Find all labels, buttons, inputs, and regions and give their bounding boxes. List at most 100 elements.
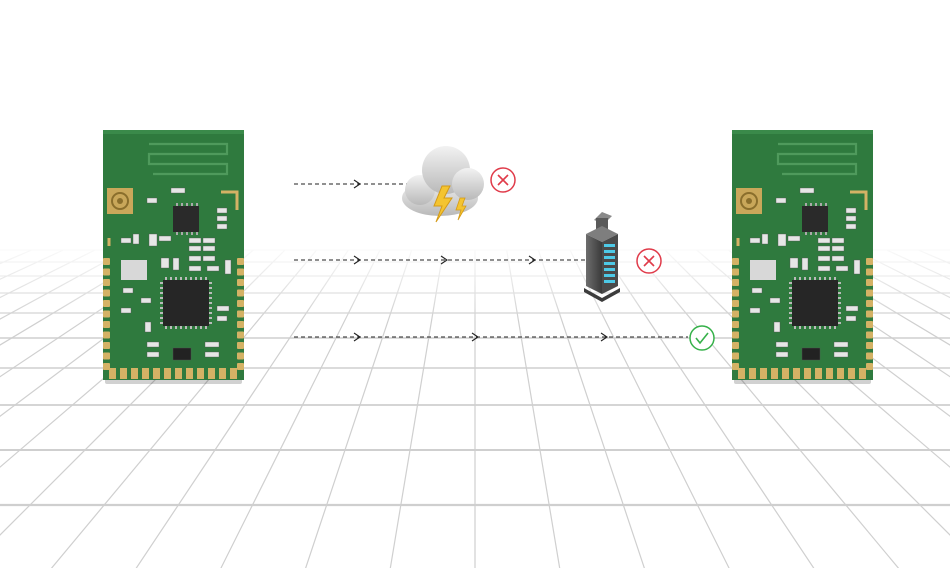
- smd-component: [146, 351, 160, 358]
- smd-component: [202, 237, 216, 244]
- smd-component: [835, 265, 849, 272]
- gold-pad: [866, 352, 873, 360]
- gold-pad: [103, 342, 110, 349]
- smd-component: [120, 237, 132, 244]
- gold-pad: [859, 368, 866, 379]
- smd-component: [749, 307, 761, 314]
- gold-pad: [153, 368, 160, 379]
- gold-pad: [103, 310, 110, 318]
- rf-chip: [173, 206, 199, 232]
- smd-component: [158, 235, 172, 242]
- smd-component: [188, 245, 202, 252]
- smd-component: [775, 351, 789, 358]
- gold-pad: [732, 268, 739, 276]
- gold-pad: [103, 258, 110, 265]
- gold-pad: [103, 279, 110, 286]
- main-chip: [163, 280, 209, 326]
- gold-pad: [103, 321, 110, 328]
- gold-pad: [848, 368, 855, 379]
- gold-pad: [237, 352, 244, 360]
- smd-component: [775, 197, 787, 204]
- gold-pad: [732, 331, 739, 339]
- smd-component: [132, 233, 140, 245]
- smd-component: [845, 223, 857, 230]
- smd-component: [769, 297, 781, 304]
- smd-component: [787, 235, 801, 242]
- gold-pad: [237, 258, 244, 265]
- smd-component: [202, 255, 216, 262]
- arrow-head: [353, 332, 361, 342]
- gold-pad: [866, 268, 873, 276]
- arrow-head: [353, 255, 361, 265]
- gold-pad: [866, 279, 873, 286]
- smd-component: [140, 297, 152, 304]
- tall-building: [584, 212, 620, 302]
- gold-pad: [760, 368, 767, 379]
- gold-pad: [208, 368, 215, 379]
- smd-component: [204, 351, 220, 358]
- storm-cloud: [402, 146, 484, 223]
- gold-pad: [103, 363, 110, 370]
- gold-pad: [793, 368, 800, 379]
- gold-pad: [732, 300, 739, 307]
- gold-pad: [109, 368, 116, 379]
- smd-component: [216, 207, 228, 214]
- smd-component: [204, 341, 220, 348]
- smd-component: [801, 347, 821, 361]
- gold-pad: [237, 279, 244, 286]
- gold-pad: [237, 310, 244, 318]
- smd-component: [122, 287, 134, 294]
- gold-pad: [749, 368, 756, 379]
- smd-component: [172, 347, 192, 361]
- building-icon: [584, 212, 620, 302]
- smd-component: [833, 351, 849, 358]
- gold-pad: [237, 321, 244, 328]
- smd-component: [845, 305, 859, 312]
- smd-component: [216, 305, 230, 312]
- smd-component: [206, 265, 220, 272]
- smd-component: [146, 197, 158, 204]
- smd-component: [148, 233, 158, 247]
- gold-pad: [732, 342, 739, 349]
- smd-component: [224, 259, 232, 275]
- gold-pad: [103, 331, 110, 339]
- smd-component: [833, 341, 849, 348]
- smd-component: [216, 223, 228, 230]
- smd-component: [853, 259, 861, 275]
- gold-pad: [237, 331, 244, 339]
- smd-component: [845, 315, 857, 322]
- gold-pad: [866, 258, 873, 265]
- rf-chip: [802, 206, 828, 232]
- check-circle-icon: [689, 325, 715, 351]
- gold-pad: [771, 368, 778, 379]
- smd-component: [761, 233, 769, 245]
- gold-pad: [866, 300, 873, 307]
- smd-component: [146, 341, 160, 348]
- smd-component: [801, 257, 809, 271]
- pcb-board: [732, 130, 873, 380]
- arrow-head: [600, 332, 608, 342]
- smd-component: [188, 255, 202, 262]
- smd-component: [216, 215, 228, 222]
- gold-pad: [237, 342, 244, 349]
- smd-component: [172, 257, 180, 271]
- crystal: [121, 260, 147, 280]
- gold-pad: [120, 368, 127, 379]
- gold-pad: [103, 268, 110, 276]
- smd-component: [845, 207, 857, 214]
- crystal: [750, 260, 776, 280]
- gold-pad: [837, 368, 844, 379]
- smd-component: [216, 315, 228, 322]
- smd-component: [817, 245, 831, 252]
- gold-pad: [732, 279, 739, 286]
- smd-component: [789, 257, 799, 269]
- gold-pad: [186, 368, 193, 379]
- gold-pad: [142, 368, 149, 379]
- rf-module-right: [732, 130, 873, 384]
- smd-component: [817, 255, 831, 262]
- gold-pad: [782, 368, 789, 379]
- gold-pad: [732, 289, 739, 297]
- smd-component: [773, 321, 781, 333]
- path-blocked-by-building: [294, 255, 585, 265]
